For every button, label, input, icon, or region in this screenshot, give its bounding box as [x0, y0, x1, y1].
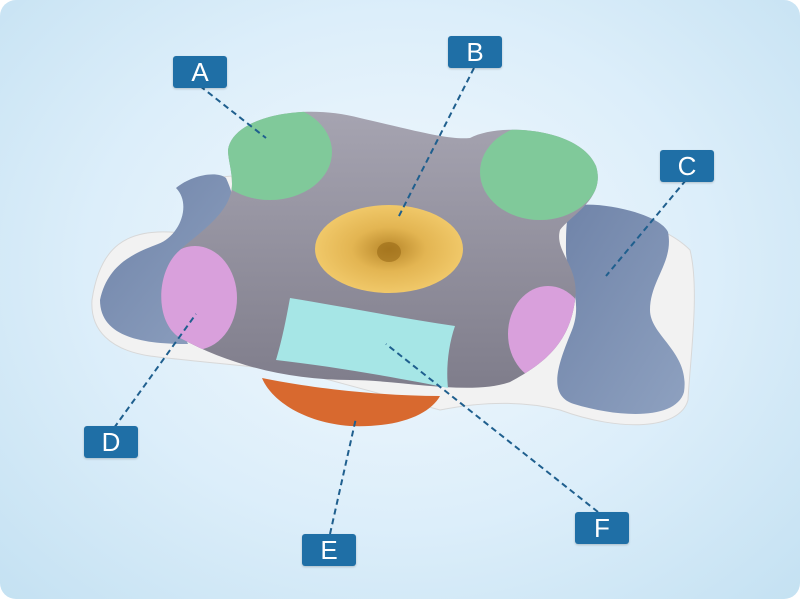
- label-f: F: [575, 512, 629, 544]
- leader-line-a: [199, 85, 267, 139]
- zone-green-right: [480, 124, 598, 220]
- leader-line-e: [329, 417, 357, 535]
- zone-e-orange: [262, 378, 440, 427]
- center-hole: [377, 242, 401, 262]
- leader-line-c: [605, 179, 687, 277]
- label-e: E: [302, 534, 356, 566]
- leader-line-d: [113, 313, 197, 429]
- zone-d-pink: [161, 246, 237, 350]
- left-side-wing: [100, 174, 234, 344]
- leader-line-f: [385, 343, 599, 513]
- right-side-wing-zone-c: [557, 204, 685, 414]
- label-c: C: [660, 150, 714, 182]
- label-b: B: [448, 36, 502, 68]
- leader-line-b: [397, 67, 475, 219]
- leader-lines: [113, 67, 687, 535]
- label-a: A: [173, 56, 227, 88]
- zone-f-cyan: [276, 298, 455, 388]
- label-d: D: [84, 426, 138, 458]
